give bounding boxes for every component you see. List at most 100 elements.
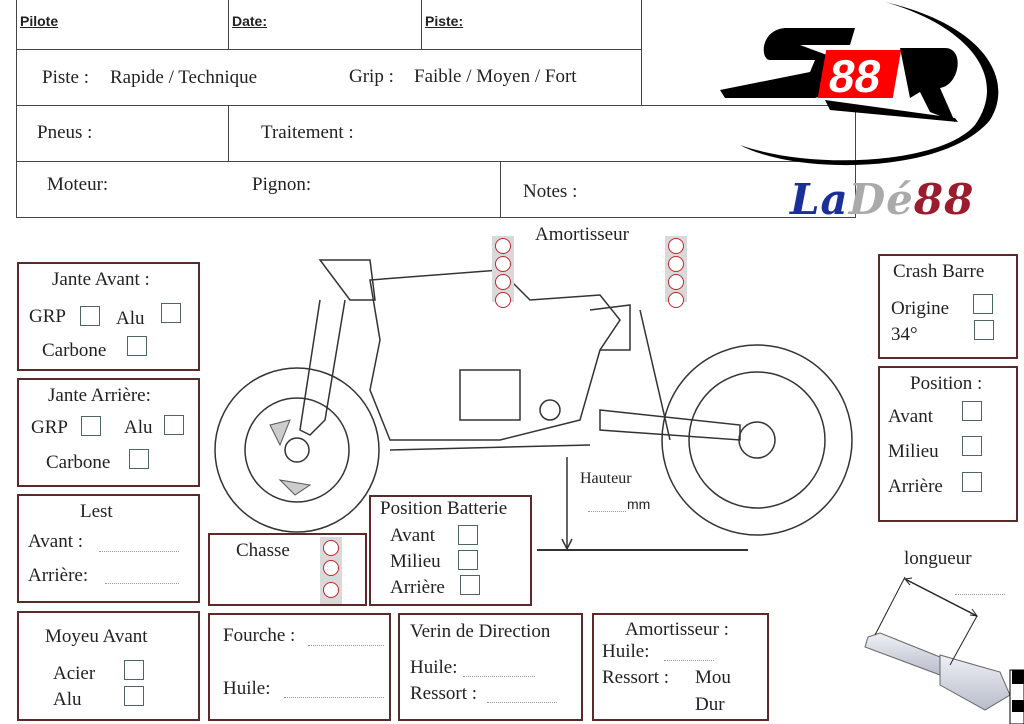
jante-avant-carbone-checkbox[interactable] (127, 336, 147, 356)
amortisseur-dur-option[interactable]: Dur (695, 694, 725, 715)
jante-avant-carbone-label: Carbone (42, 340, 107, 361)
jante-arriere-alu-label: Alu (124, 417, 153, 438)
position-batterie-box: Position Batterie Avant Milieu Arrière (369, 495, 532, 606)
amortisseur-rear-selector (665, 236, 687, 308)
position-avant-checkbox[interactable] (962, 401, 982, 421)
crash-barre-box: Crash Barre Origine 34° (878, 254, 1018, 359)
verin-ressort-field[interactable] (487, 701, 557, 703)
jante-arriere-carbone-checkbox[interactable] (129, 449, 149, 469)
amortisseur-front-option-4[interactable] (495, 292, 511, 308)
position-arriere-label: Arrière (888, 476, 943, 497)
amortisseur-mou-option[interactable]: Mou (695, 667, 731, 688)
lest-avant-label: Avant : (28, 531, 84, 552)
fourche-field[interactable] (308, 644, 384, 646)
chasse-option-1[interactable] (323, 540, 339, 556)
chasse-box: Chasse (208, 533, 367, 606)
piste-type-options[interactable]: Rapide / Technique (110, 67, 258, 88)
ladé88-logo-text: LaDé88 (790, 175, 975, 224)
amortisseur-rear-option-4[interactable] (668, 292, 684, 308)
crash-bar-length-diagram (864, 576, 1024, 724)
lest-box: Lest Avant : Arrière: (17, 494, 200, 603)
chasse-option-3[interactable] (323, 582, 339, 598)
crash-barre-origine-label: Origine (891, 298, 950, 319)
amortisseur-front-option-2[interactable] (495, 256, 511, 272)
chasse-selector (320, 537, 342, 604)
jante-avant-grp-label: GRP (29, 306, 66, 327)
jante-arriere-grp-checkbox[interactable] (81, 416, 101, 436)
amortisseur-box: Amortisseur : Huile: Ressort : Mou Dur (592, 613, 769, 721)
notes-label: Notes : (523, 181, 578, 202)
verin-huile-field[interactable] (463, 675, 535, 677)
position-title: Position : (910, 373, 983, 394)
moyeu-acier-label: Acier (53, 663, 96, 684)
lest-arriere-label: Arrière: (28, 565, 89, 586)
chasse-option-2[interactable] (323, 560, 339, 576)
moyeu-avant-box: Moyeu Avant Acier Alu (17, 611, 200, 721)
jante-arriere-grp-label: GRP (31, 417, 68, 438)
notes-cell[interactable] (500, 161, 856, 218)
s88r-logo-graphic: 88 (720, 2, 999, 166)
fourche-label: Fourche : (223, 625, 296, 646)
date-label: Date: (232, 13, 268, 29)
amortisseur-front-selector (492, 236, 514, 308)
jante-avant-grp-checkbox[interactable] (80, 306, 100, 326)
hauteur-field[interactable] (588, 510, 626, 512)
batterie-arriere-label: Arrière (390, 577, 445, 598)
batterie-milieu-checkbox[interactable] (458, 550, 478, 570)
lest-arriere-field[interactable] (105, 582, 179, 584)
position-milieu-checkbox[interactable] (962, 436, 982, 456)
jante-avant-box: Jante Avant : GRP Alu Carbone (17, 262, 200, 371)
svg-text:88: 88 (825, 50, 885, 102)
amortisseur-rear-option-3[interactable] (668, 274, 684, 290)
batterie-avant-label: Avant (390, 525, 436, 546)
amortisseur-rear-option-2[interactable] (668, 256, 684, 272)
moyeu-alu-label: Alu (53, 689, 82, 710)
pignon-label: Pignon: (252, 174, 312, 195)
amortisseur-front-option-1[interactable] (495, 238, 511, 254)
position-batterie-title: Position Batterie (380, 498, 508, 519)
piste-label: Piste: (425, 13, 464, 29)
amortisseur-title: Amortisseur : (625, 619, 729, 640)
longueur-label: longueur (904, 548, 972, 569)
fourche-huile-field[interactable] (284, 696, 384, 698)
hauteur-unit: mm (627, 496, 651, 512)
longueur-field[interactable] (955, 593, 1005, 595)
amortisseur-top-label: Amortisseur (535, 224, 629, 245)
grip-label: Grip : (349, 66, 394, 87)
position-arriere-checkbox[interactable] (962, 472, 982, 492)
hauteur-label: Hauteur (580, 470, 632, 487)
batterie-avant-checkbox[interactable] (458, 525, 478, 545)
traitement-label: Traitement : (261, 122, 354, 143)
amortisseur-front-option-3[interactable] (495, 274, 511, 290)
jante-avant-alu-checkbox[interactable] (161, 303, 181, 323)
hauteur-arrow-icon (537, 457, 748, 551)
piste-type-label: Piste : (42, 67, 89, 88)
jante-arriere-title: Jante Arrière: (48, 385, 151, 406)
amortisseur-rear-option-1[interactable] (668, 238, 684, 254)
moyeu-avant-title: Moyeu Avant (45, 626, 148, 647)
pilote-label: Pilote (20, 13, 59, 29)
fourche-huile-label: Huile: (223, 678, 271, 699)
amortisseur-ressort-label: Ressort : (602, 667, 670, 688)
lest-avant-field[interactable] (99, 550, 179, 552)
jante-arriere-alu-checkbox[interactable] (164, 415, 184, 435)
logo: 88 LaDé88 (715, 0, 1024, 250)
moyeu-alu-checkbox[interactable] (124, 686, 144, 706)
crash-barre-origine-checkbox[interactable] (973, 294, 993, 314)
amortisseur-huile-field[interactable] (664, 659, 714, 661)
motorcycle-diagram (214, 259, 853, 536)
moyeu-acier-checkbox[interactable] (124, 660, 144, 680)
jante-avant-title: Jante Avant : (52, 269, 150, 290)
crash-barre-title: Crash Barre (893, 261, 985, 282)
chasse-title: Chasse (236, 540, 290, 561)
batterie-arriere-checkbox[interactable] (460, 575, 480, 595)
amortisseur-huile-label: Huile: (602, 641, 650, 662)
front-wheel (214, 367, 380, 533)
jante-arriere-box: Jante Arrière: GRP Alu Carbone (17, 378, 200, 487)
position-box: Position : Avant Milieu Arrière (878, 366, 1018, 522)
lest-title: Lest (80, 501, 113, 522)
grip-options[interactable]: Faible / Moyen / Fort (414, 66, 577, 87)
fourche-box: Fourche : Huile: (208, 613, 391, 721)
crash-barre-34-checkbox[interactable] (974, 320, 994, 340)
jante-avant-alu-label: Alu (116, 308, 145, 329)
